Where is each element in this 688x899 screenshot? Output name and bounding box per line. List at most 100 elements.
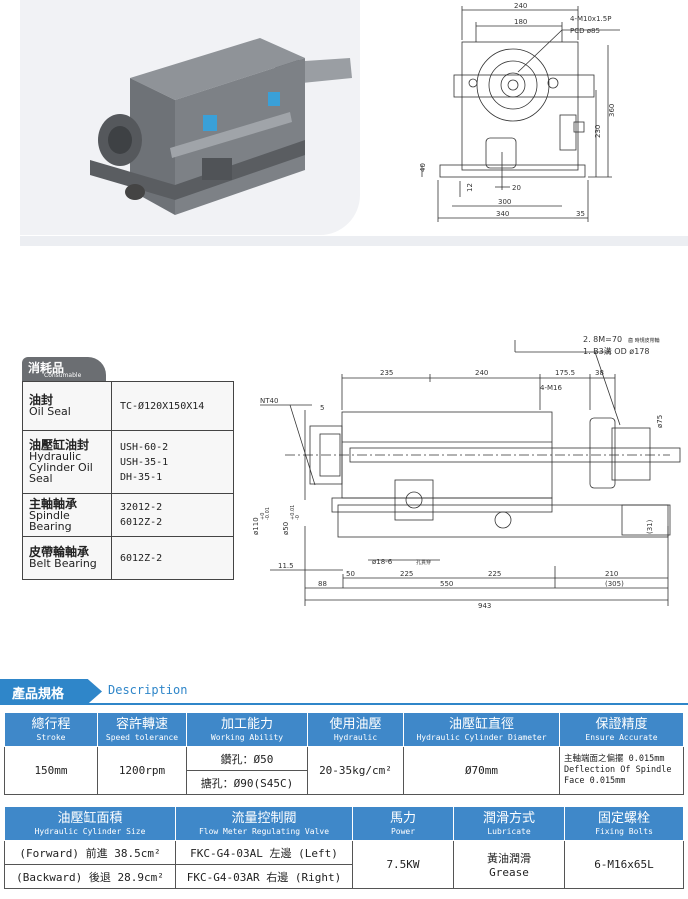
consumables-title: 消耗品	[28, 361, 65, 375]
consumable-zh: 主軸軸承	[29, 496, 78, 511]
dim-d50-tol-dn: -0	[295, 515, 301, 520]
spec-row: 搪孔：Ø90(S45C)	[5, 770, 684, 795]
dim-d75: ø75	[656, 415, 664, 428]
consumable-zh: 油壓缸油封	[29, 438, 90, 452]
dim-d110-tol-dn: -0.01	[265, 507, 271, 520]
dim-225-a: 225	[400, 570, 413, 578]
drill-value: 鑽孔：Ø50	[186, 746, 308, 771]
cylinder-value: Ø70mm	[403, 746, 560, 795]
nt40-label: NT40	[260, 397, 278, 405]
consumable-value: 32012-2	[120, 502, 163, 513]
hydraulic-value: 20-35kg/cm²	[307, 746, 404, 795]
callout-m10: 4-M10x1.5P	[570, 15, 611, 23]
dim-240: 240	[514, 2, 527, 10]
dim-40: 40	[419, 163, 427, 172]
dim-230: 230	[594, 125, 602, 138]
hole-callout: ø18-6	[372, 558, 393, 566]
dim-210: 210	[605, 570, 618, 578]
consumable-zh: 油封	[29, 393, 54, 407]
consumable-value: TC-Ø120X150X14	[120, 400, 205, 412]
consumable-value: USH-60-2	[120, 441, 169, 453]
hole-callout-small: 孔貫穿	[416, 559, 431, 566]
forward-area: (Forward) 前進 38.5cm²	[4, 840, 176, 865]
consumable-value: 6012Z-2	[120, 517, 163, 528]
power-value: 7.5KW	[352, 840, 454, 889]
bore-value: 搪孔：Ø90(S45C)	[186, 770, 308, 795]
spindle-unit-illustration	[90, 38, 352, 215]
dim-180: 180	[514, 18, 527, 26]
dim-340: 340	[496, 210, 509, 218]
section-divider	[20, 236, 688, 246]
dim-88: 88	[318, 580, 327, 588]
spec-row: (Backward) 後退 28.9cm² FKC-G4-03AR 右邊 (Ri…	[4, 864, 684, 889]
product-photo	[20, 0, 360, 235]
dim-11-5: 11.5	[278, 562, 294, 570]
spec-row: (Forward) 前進 38.5cm² FKC-G4-03AL 左邊 (Lef…	[4, 840, 684, 889]
consumable-en: Hydraulic Cylinder Oil Seal	[29, 450, 93, 485]
pulley-note-1-small: 齒 時規皮帶輪	[628, 337, 660, 344]
dim-175-5: 175.5	[555, 369, 575, 377]
consumable-en: Spindle Bearing	[29, 508, 72, 533]
dim-305: (305)	[605, 580, 624, 588]
consumable-en: Belt Bearing	[29, 557, 97, 570]
consumable-value: USH-35-1	[120, 456, 169, 468]
consumable-value: DH-35-1	[120, 471, 163, 483]
spec-tab: 產品規格	[0, 679, 102, 704]
thread-callout: 4-M16	[540, 384, 562, 392]
spec-row: 150mm 1200rpm 鑽孔：Ø50 20-35kg/cm² Ø70mm 主…	[4, 746, 684, 795]
speed-value: 1200rpm	[97, 746, 187, 795]
spec-rule	[0, 703, 688, 705]
side-view-drawing: 2. 8M=70 齒 時規皮帶輪 1. B3溝 OD ø178 235 240 …	[252, 335, 681, 610]
dim-360: 360	[608, 104, 616, 117]
consumable-value: 6012Z-2	[120, 552, 163, 564]
valve-right: FKC-G4-03AR 右邊 (Right)	[175, 864, 353, 889]
dim-d50: ø50	[282, 522, 290, 535]
dim-35: 35	[576, 210, 585, 218]
dim-d110-tol-up: +0	[260, 513, 266, 520]
dim-d50-tol-up: +0.01	[290, 505, 296, 520]
pulley-note-1: 2. 8M=70	[583, 335, 622, 344]
dim-300: 300	[498, 198, 511, 206]
consumables-tab: 消耗品 Consumable	[22, 357, 106, 381]
consumable-zh: 皮帶輪軸承	[29, 545, 90, 559]
dim-5: 5	[320, 404, 324, 412]
dim-20: 20	[512, 184, 521, 192]
dim-235: 235	[380, 369, 393, 377]
dim-943: 943	[478, 602, 491, 610]
spec-title-en: Description	[108, 683, 188, 697]
pulley-note-2: 1. B3溝 OD ø178	[583, 346, 649, 356]
bolts-value: 6-M16x65L	[564, 840, 684, 889]
dim-240: 240	[475, 369, 488, 377]
backward-area: (Backward) 後退 28.9cm²	[4, 864, 176, 889]
front-view-drawing: 240 180 4-M10x1.5P PCD ø85 360 230 40 12…	[419, 2, 620, 222]
dim-38: 38	[595, 369, 604, 377]
consumable-en: Oil Seal	[29, 405, 71, 418]
stroke-value: 150mm	[4, 746, 98, 795]
dim-550: 550	[440, 580, 453, 588]
dim-12: 12	[466, 183, 474, 192]
dim-50: 50	[346, 570, 355, 578]
dim-d110: ø110	[252, 517, 260, 535]
dim-31: (31)	[646, 519, 654, 534]
